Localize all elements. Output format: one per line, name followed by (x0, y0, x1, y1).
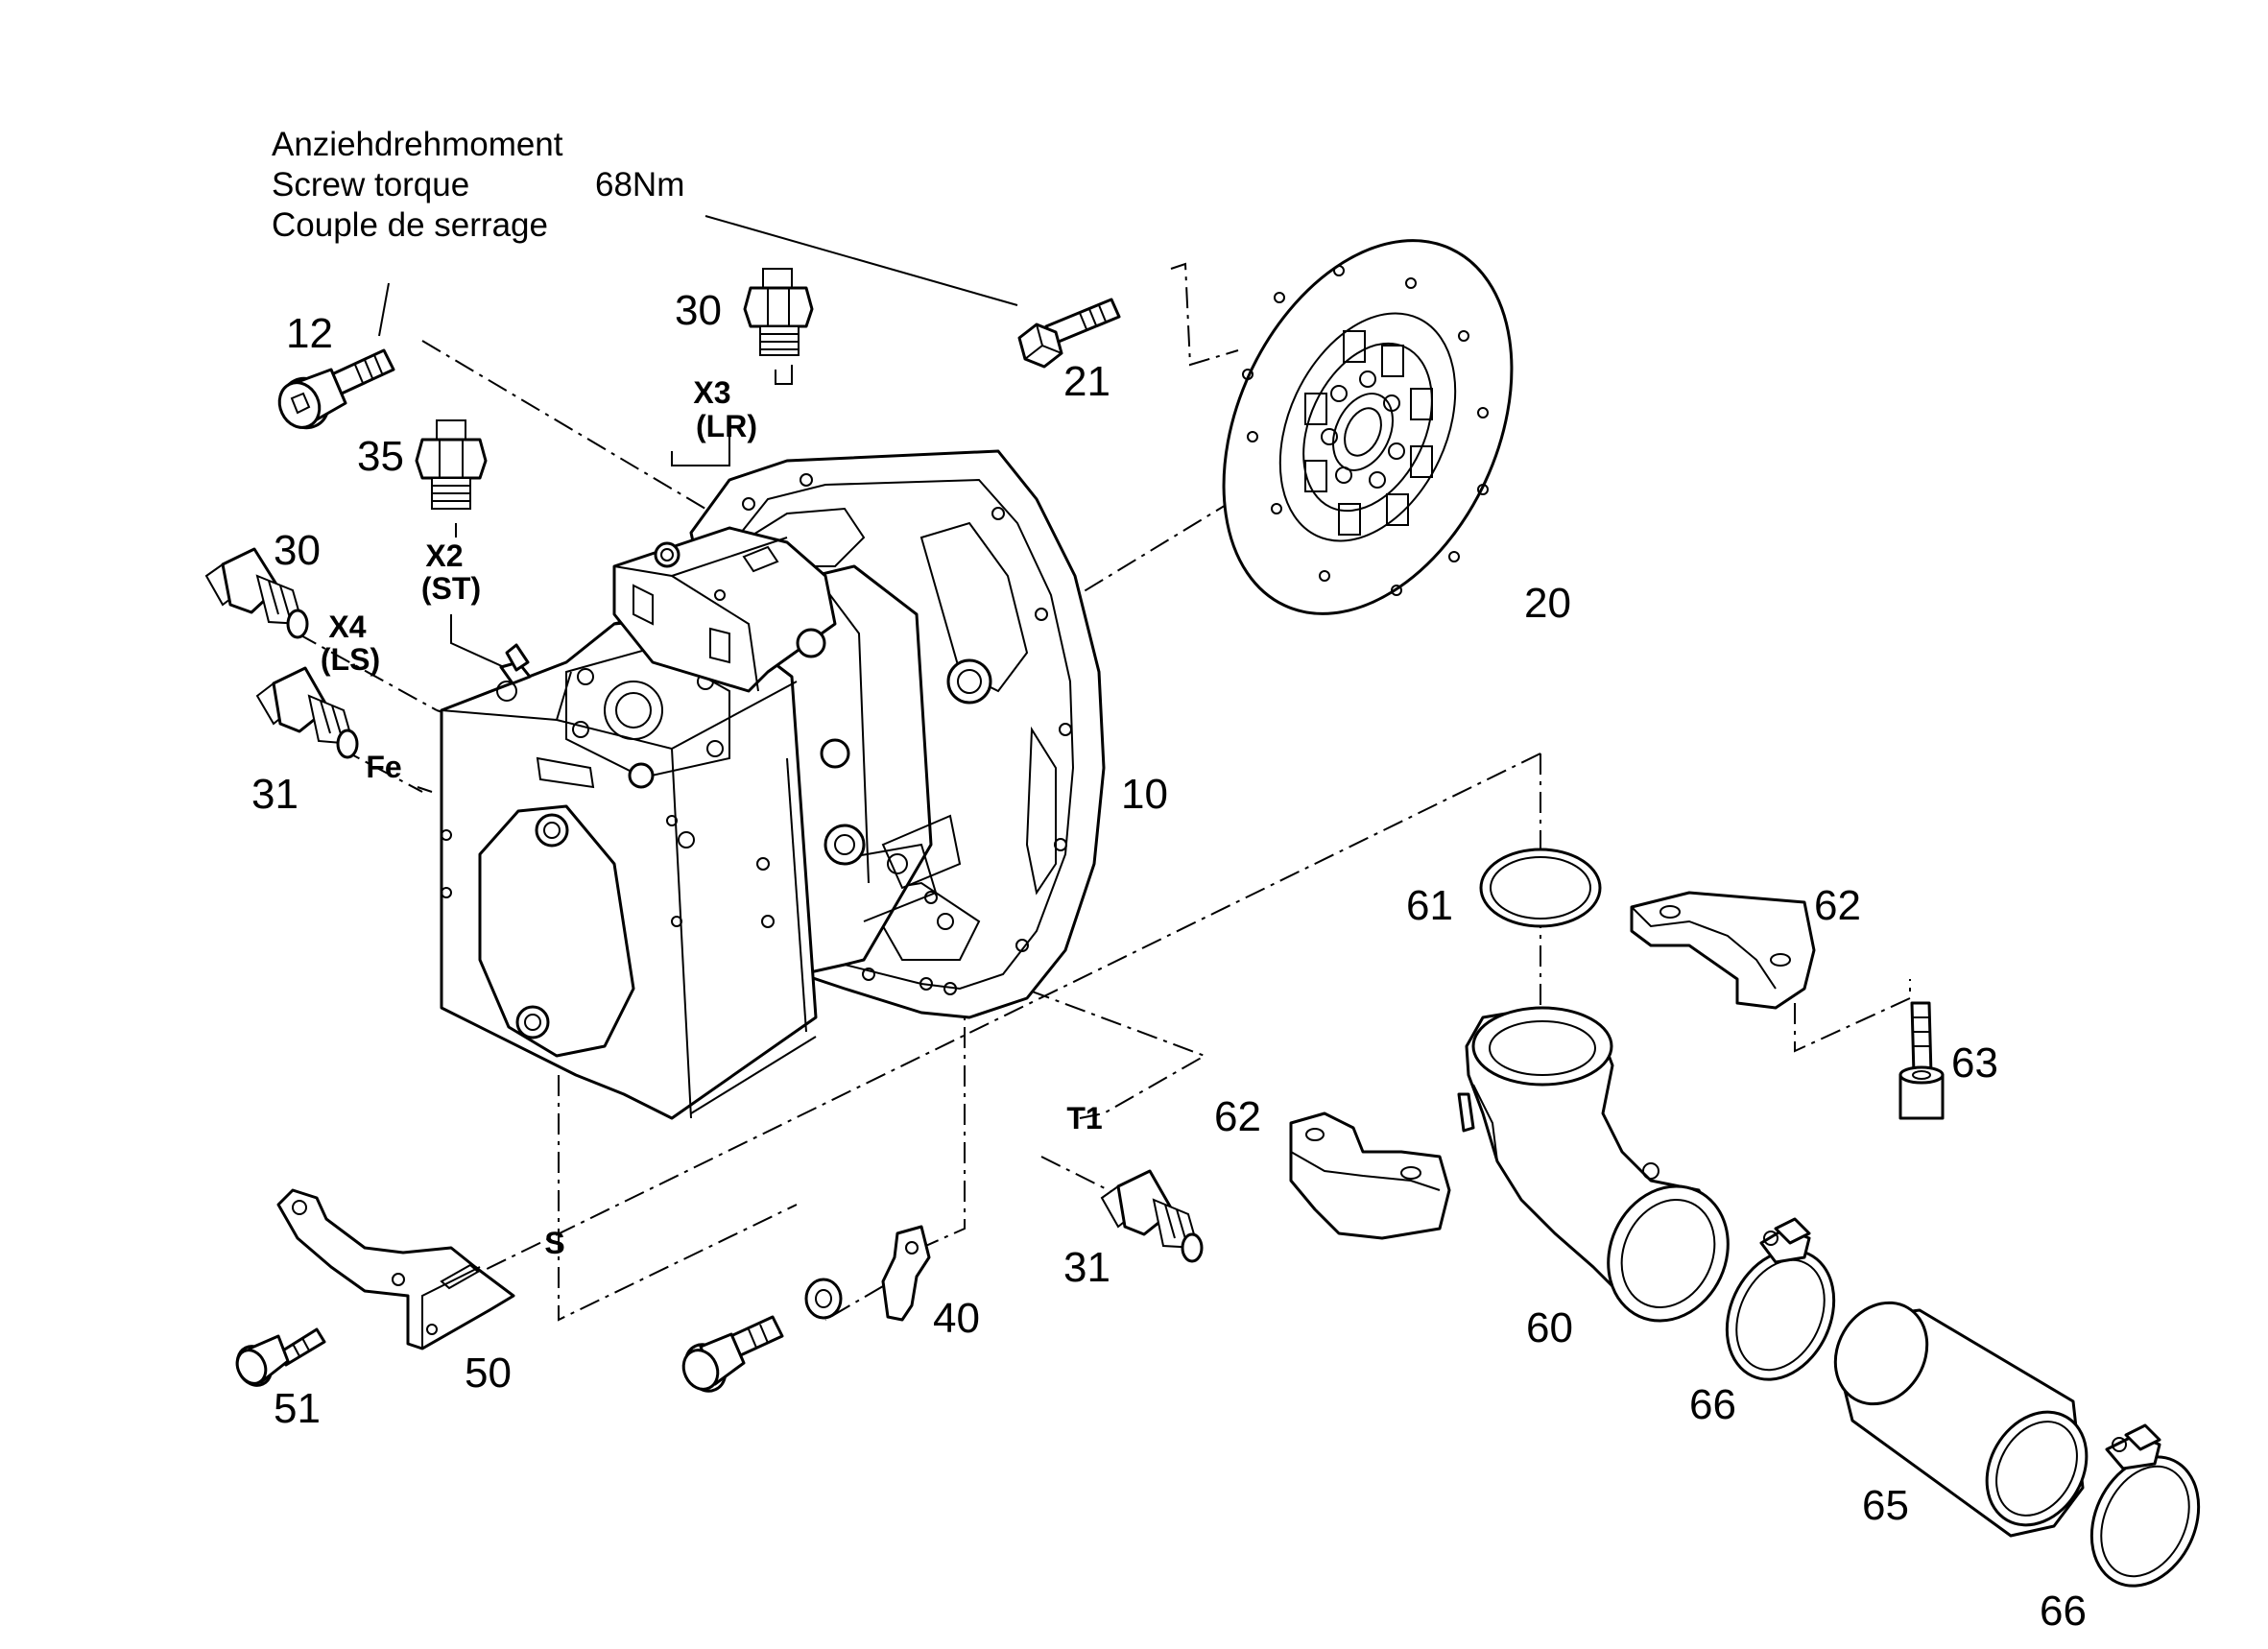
callout-31-bottom: 31 (1063, 1244, 1110, 1291)
screw-fitting-30-top (743, 268, 814, 356)
flange-half-62-right (1630, 891, 1816, 1010)
cap-screw-12 (277, 348, 395, 430)
callout-31-left: 31 (251, 771, 298, 818)
port-label-s: S (544, 1226, 564, 1260)
callout-10: 10 (1121, 771, 1168, 818)
hydraulic-pump-assembly (440, 449, 1106, 1120)
callout-60: 60 (1526, 1304, 1573, 1351)
port-label-fe: Fe (366, 750, 401, 784)
callout-65: 65 (1862, 1482, 1909, 1529)
hose-clamp-66-a (1725, 1217, 1836, 1381)
suction-elbow-60 (1457, 1006, 1730, 1323)
callout-63: 63 (1951, 1040, 1998, 1087)
support-bracket-50 (276, 1188, 515, 1350)
callout-20: 20 (1524, 580, 1571, 627)
port-label-x2-sub: (ST) (421, 571, 481, 606)
assembly-axis-lines (297, 262, 1911, 1322)
port-label-t1: T1 (1066, 1101, 1102, 1135)
hose-clamp-66-b (2089, 1423, 2201, 1588)
callout-62-right: 62 (1814, 882, 1861, 929)
callout-30-left: 30 (274, 527, 321, 574)
screw-fitting-31-left (255, 666, 359, 759)
callout-66-b: 66 (2040, 1588, 2087, 1635)
callout-30-top: 30 (675, 287, 722, 334)
port-label-x4: X4 (328, 609, 366, 644)
screw-fitting-35 (415, 419, 488, 510)
hose-65 (1833, 1301, 2089, 1538)
screw-fitting-30-left (204, 547, 309, 639)
port-label-x3-sub: (LR) (696, 409, 757, 443)
cap-screw-63 (1898, 1001, 1945, 1120)
port-label-x2: X2 (425, 538, 463, 573)
callout-numbers: 12 21 30 35 30 31 20 10 61 62 63 62 60 3… (251, 287, 2087, 1635)
flange-half-62-left (1289, 1111, 1451, 1240)
port-label-x4-sub: (LS) (321, 642, 380, 677)
callout-61: 61 (1406, 882, 1453, 929)
o-ring-61 (1479, 848, 1602, 928)
callout-21: 21 (1063, 358, 1110, 405)
screw-fitting-31-bottom (1100, 1169, 1204, 1263)
callout-12: 12 (286, 310, 333, 357)
callout-62-left: 62 (1214, 1093, 1261, 1140)
torque-note-line3: Couple de serrage (272, 206, 548, 244)
callout-40: 40 (933, 1295, 980, 1342)
torque-leaders (378, 215, 1018, 337)
torque-note: Anziehdrehmoment Screw torque 68Nm Coupl… (272, 126, 684, 244)
torque-note-line2: Screw torque (272, 166, 469, 203)
cap-screw-40-assembly (681, 1225, 931, 1393)
coupling-disc (1222, 239, 1514, 615)
cap-screw-51 (235, 1327, 326, 1387)
callout-35: 35 (357, 433, 404, 480)
port-label-x3: X3 (693, 375, 730, 410)
torque-note-line1: Anziehdrehmoment (272, 126, 563, 163)
hex-bolt-21 (1017, 298, 1121, 369)
callout-66-a: 66 (1689, 1381, 1736, 1428)
callout-50: 50 (465, 1350, 512, 1397)
port-labels: X3 (LR) X2 (ST) X4 (LS) Fe T1 S (321, 365, 1103, 1260)
torque-note-value: 68Nm (595, 166, 684, 203)
callout-51: 51 (274, 1385, 321, 1432)
